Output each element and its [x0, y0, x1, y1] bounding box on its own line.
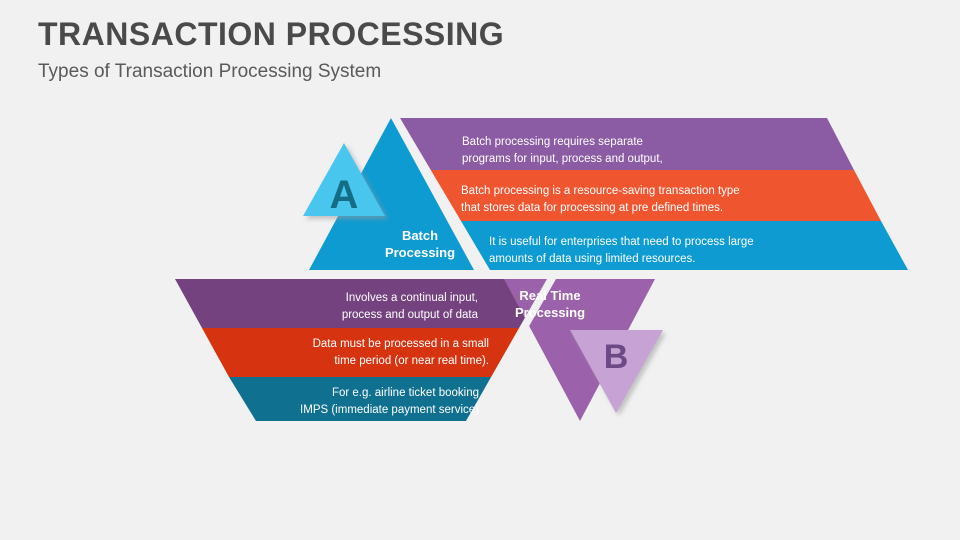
realtime-label-line1: Real Time	[519, 288, 580, 303]
page-subtitle: Types of Transaction Processing System	[38, 60, 382, 82]
group-realtime-processing[interactable]: B Real Time Processing Involves a contin…	[175, 279, 663, 421]
realtime-band-2-line2: time period (or near real time).	[334, 355, 489, 367]
batch-band-2-line2: that stores data for processing at pre d…	[461, 202, 723, 214]
batch-band-3-shape[interactable]	[454, 221, 908, 270]
batch-triangle[interactable]	[309, 118, 474, 270]
realtime-band-1-line1: Involves a continual input,	[346, 292, 478, 304]
realtime-band-3-shape[interactable]	[229, 377, 493, 421]
batch-marker-letter: A	[330, 173, 359, 217]
realtime-marker-letter: B	[604, 338, 629, 376]
batch-label-line2: Processing	[385, 245, 455, 260]
realtime-gap-separator	[466, 279, 556, 421]
realtime-label-line2: Processing	[515, 305, 585, 320]
realtime-band-2-line1: Data must be processed in a small	[313, 338, 489, 350]
realtime-band-2-shape[interactable]	[202, 328, 520, 377]
realtime-band-1-shape[interactable]	[175, 279, 547, 328]
batch-band-2-line1: Batch processing is a resource-saving tr…	[461, 185, 740, 197]
realtime-band-3-line2: IMPS (immediate payment service)	[300, 404, 479, 416]
batch-band-1-line2: programs for input, process and output,	[462, 153, 663, 165]
batch-band-3-line1: It is useful for enterprises that need t…	[489, 236, 754, 248]
batch-band-2-shape[interactable]	[427, 170, 881, 221]
batch-band-1-shape[interactable]	[400, 118, 854, 170]
batch-band-3-line2: amounts of data using limited resources.	[489, 253, 695, 265]
batch-band-1-line1: Batch processing requires separate	[462, 136, 643, 148]
batch-gap-separator	[391, 118, 490, 270]
realtime-marker-triangle[interactable]	[570, 330, 663, 413]
realtime-band-1-line2: process and output of data	[342, 309, 479, 321]
header: TRANSACTION PROCESSING Types of Transact…	[38, 16, 738, 84]
group-batch-processing[interactable]: A Batch Processing Batch processing requ…	[303, 118, 908, 270]
batch-label-line1: Batch	[402, 228, 438, 243]
batch-marker-triangle[interactable]	[303, 143, 385, 216]
realtime-band-3-line1: For e.g. airline ticket booking	[332, 387, 479, 399]
page-title: TRANSACTION PROCESSING	[38, 16, 505, 52]
realtime-triangle[interactable]	[504, 279, 655, 421]
